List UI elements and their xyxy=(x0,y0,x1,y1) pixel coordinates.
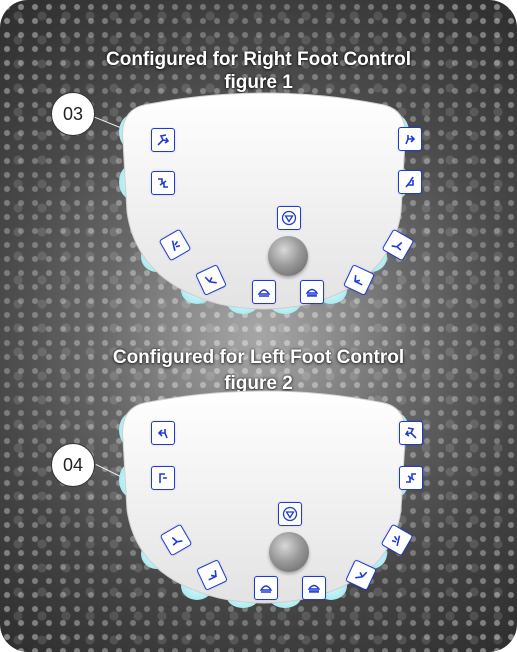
key-bottom-left-fig1[interactable] xyxy=(195,264,227,296)
handpiece-arrow-icon xyxy=(405,135,416,145)
figure2-label: figure 2 xyxy=(224,373,293,394)
key-left-upper[interactable] xyxy=(151,128,175,152)
light-bar-icon xyxy=(307,584,321,593)
key-light-right-fig1[interactable] xyxy=(300,280,324,304)
chair-position-icon xyxy=(204,276,217,284)
key-light-left-fig1[interactable] xyxy=(252,280,276,304)
light-bar-icon xyxy=(305,288,319,297)
handpiece-arrow-icon xyxy=(157,429,168,439)
joystick-fig2[interactable] xyxy=(269,532,309,572)
chair-position-icon xyxy=(355,571,368,579)
chair-flat-icon xyxy=(354,275,363,286)
key-stop-fig2[interactable] xyxy=(278,502,302,526)
instrument-swap-icon xyxy=(406,473,416,483)
key-left-upper-fig2[interactable] xyxy=(151,421,175,445)
spray-icon xyxy=(171,240,181,252)
key-mid-left-fig2[interactable] xyxy=(159,523,193,557)
foot-control-panel-left xyxy=(119,384,409,609)
key-bottom-left-fig2[interactable] xyxy=(196,559,228,591)
chair-flat-icon xyxy=(208,570,217,581)
key-right-upper-fig2[interactable] xyxy=(399,421,423,445)
chair-recline-icon xyxy=(391,241,403,251)
key-bottom-right-fig2[interactable] xyxy=(345,559,377,591)
instrument-arrow-icon xyxy=(157,134,170,146)
handpiece-return-icon xyxy=(405,176,414,188)
key-right-lower-fig1[interactable] xyxy=(398,170,422,194)
figure1-title: Configured for Right Foot Control xyxy=(106,49,411,70)
key-right-upper-fig1[interactable] xyxy=(398,127,422,151)
spray-icon xyxy=(391,535,401,547)
joystick-fig1[interactable] xyxy=(268,236,308,276)
stop-triangle-icon xyxy=(281,210,297,226)
key-right-lower-fig2[interactable] xyxy=(399,466,423,490)
key-mid-right-fig1[interactable] xyxy=(381,228,415,262)
key-left-lower-fig2[interactable] xyxy=(151,466,175,490)
key-left-lower[interactable] xyxy=(151,171,175,195)
light-icon xyxy=(259,585,273,593)
key-bottom-right-fig1[interactable] xyxy=(343,264,375,296)
stop-triangle-icon xyxy=(282,506,298,522)
key-light-left-fig2[interactable] xyxy=(254,576,278,600)
chair-recline-icon xyxy=(171,536,183,546)
key-mid-right-fig2[interactable] xyxy=(380,523,414,557)
figure1-callout: 03 xyxy=(51,92,95,136)
light-icon xyxy=(257,289,271,297)
key-stop-fig1[interactable] xyxy=(277,206,301,230)
figure2-title: Configured for Left Foot Control xyxy=(112,347,405,368)
key-mid-left-fig1[interactable] xyxy=(158,228,192,262)
key-light-right-fig2[interactable] xyxy=(302,576,326,600)
panel-body xyxy=(119,390,409,608)
handpiece-return-icon xyxy=(159,473,167,483)
instrument-swap-icon xyxy=(158,178,168,188)
figure1-label: figure 1 xyxy=(224,72,293,93)
instrument-arrow-icon xyxy=(404,427,417,439)
figure2-callout: 04 xyxy=(51,443,95,487)
